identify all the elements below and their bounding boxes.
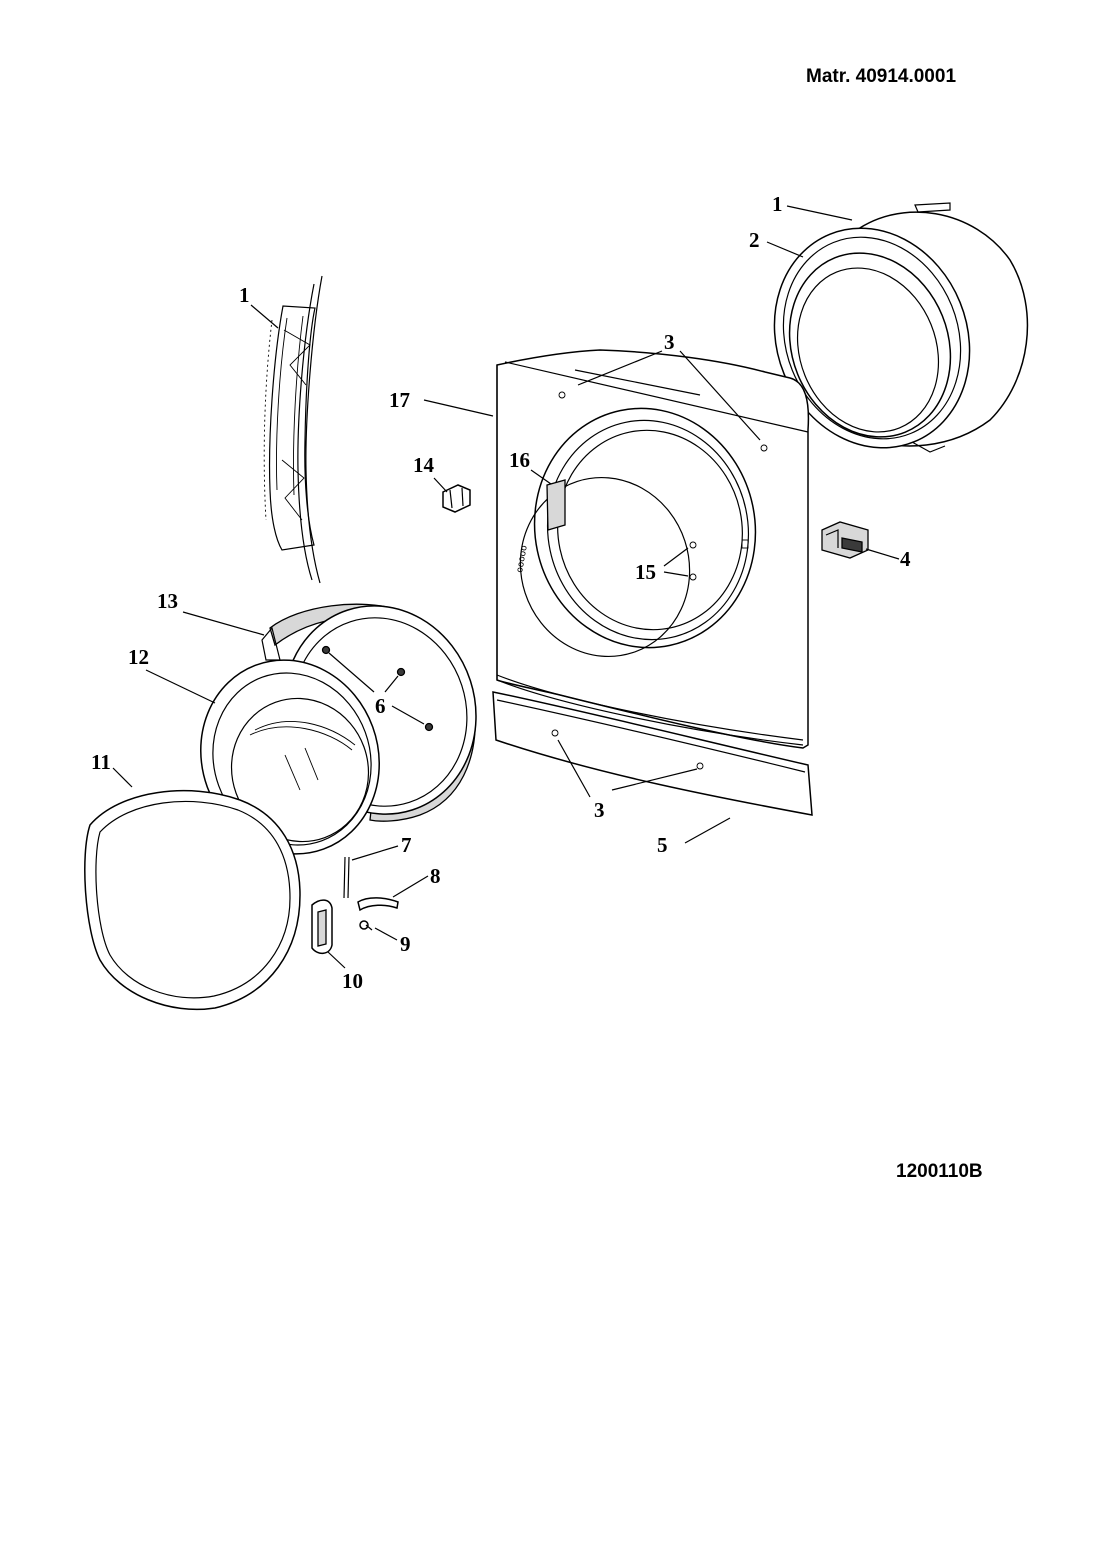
callout-label: 16 <box>509 448 530 472</box>
callout-label: 13 <box>157 589 178 613</box>
hinge-pin <box>343 856 350 899</box>
front-panel: ooooo <box>496 349 810 749</box>
callout-label: 11 <box>91 750 111 774</box>
drum-seal-assembly <box>773 202 1029 453</box>
hinge-clip <box>442 484 471 513</box>
gasket-detail-strip <box>263 275 323 584</box>
callout-label: 12 <box>128 645 149 669</box>
drawing-code: 1200110B <box>896 1161 983 1182</box>
callout-label: 1 <box>772 192 783 216</box>
callout-label: 3 <box>664 330 675 354</box>
svg-text:ooooo: ooooo <box>515 544 530 573</box>
callout-label: 9 <box>400 932 411 956</box>
callout-label: 5 <box>657 833 668 857</box>
callout-label: 2 <box>749 228 760 252</box>
callout-label: 14 <box>413 453 435 477</box>
kick-plinth-panel <box>492 691 813 816</box>
callout-label: 1 <box>239 283 250 307</box>
door-handle-lever <box>357 897 399 912</box>
callout-label: 3 <box>594 798 605 822</box>
leader-lines <box>112 205 900 969</box>
callout-label: 7 <box>401 833 412 857</box>
material-number: Matr. 40914.0001 <box>806 66 957 87</box>
door-handle-cover <box>311 899 333 954</box>
callout-label: 6 <box>375 694 386 718</box>
door-lock-switch <box>821 521 869 559</box>
callout-label: 15 <box>635 560 656 584</box>
callout-label: 8 <box>430 864 441 888</box>
callout-label: 10 <box>342 969 363 993</box>
callout-labels: 1 2 1 3 17 14 16 15 4 13 12 6 11 3 5 7 8… <box>91 192 911 993</box>
screw <box>359 920 373 931</box>
outer-door-ring <box>84 789 301 1011</box>
callout-label: 17 <box>389 388 410 412</box>
callout-label: 4 <box>900 547 911 571</box>
